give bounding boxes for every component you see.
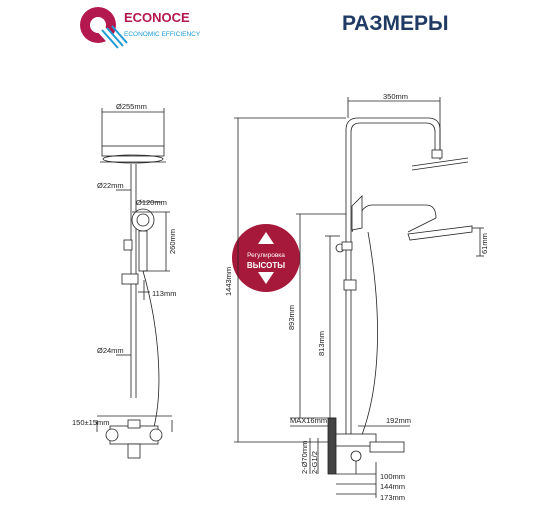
dim-depth: 192mm (386, 416, 411, 425)
height-adjust-badge: Регулировка ВЫСОТЫ (232, 224, 300, 292)
dim-max: MAX16mm (290, 416, 327, 425)
dim-arm: 350mm (383, 92, 408, 101)
brand-name: ECONOCE (124, 10, 190, 25)
dim-rod-diameter: Ø24mm (97, 346, 124, 355)
dim-173: 173mm (380, 493, 405, 502)
badge-line2: ВЫСОТЫ (247, 261, 285, 270)
brand-logo (80, 7, 128, 56)
arrow-up-icon (258, 232, 274, 244)
badge-line1: Регулировка (247, 252, 285, 259)
brand-tagline: ECONOMIC EFFICIENCY (124, 31, 201, 38)
dim-holder: 113mm (152, 289, 176, 298)
dim-spacing: 150±15mm (72, 418, 109, 427)
dim-144: 144mm (380, 482, 405, 491)
right-dimension-labels: 350mm 1443mm 61mm 893mm 813mm MAX16mm 19… (224, 92, 489, 502)
dim-valve-diameter: 2-Ø70mm (300, 441, 309, 474)
dim-head-height: 61mm (480, 233, 489, 254)
right-side-view (234, 97, 484, 498)
arrow-down-icon (258, 272, 274, 284)
dim-head-diameter: Ø255mm (116, 102, 147, 111)
page-title: РАЗМЕРЫ (342, 12, 449, 35)
dim-hand-length: 260mm (168, 229, 177, 254)
left-dimension-labels: Ø255mm Ø22mm Ø120mm 260mm 113mm Ø24mm 15… (72, 102, 177, 427)
dim-pipe-diameter: Ø22mm (97, 181, 124, 190)
dim-adjust-b: 813mm (317, 331, 326, 356)
dim-thread: 2-G1/2 (310, 451, 319, 474)
dim-hand-diameter: Ø120mm (136, 198, 167, 207)
dim-100: 100mm (380, 472, 405, 481)
left-front-view (96, 108, 173, 459)
dim-total-height: 1443mm (224, 267, 233, 296)
dim-adjust-a: 893mm (287, 305, 296, 330)
